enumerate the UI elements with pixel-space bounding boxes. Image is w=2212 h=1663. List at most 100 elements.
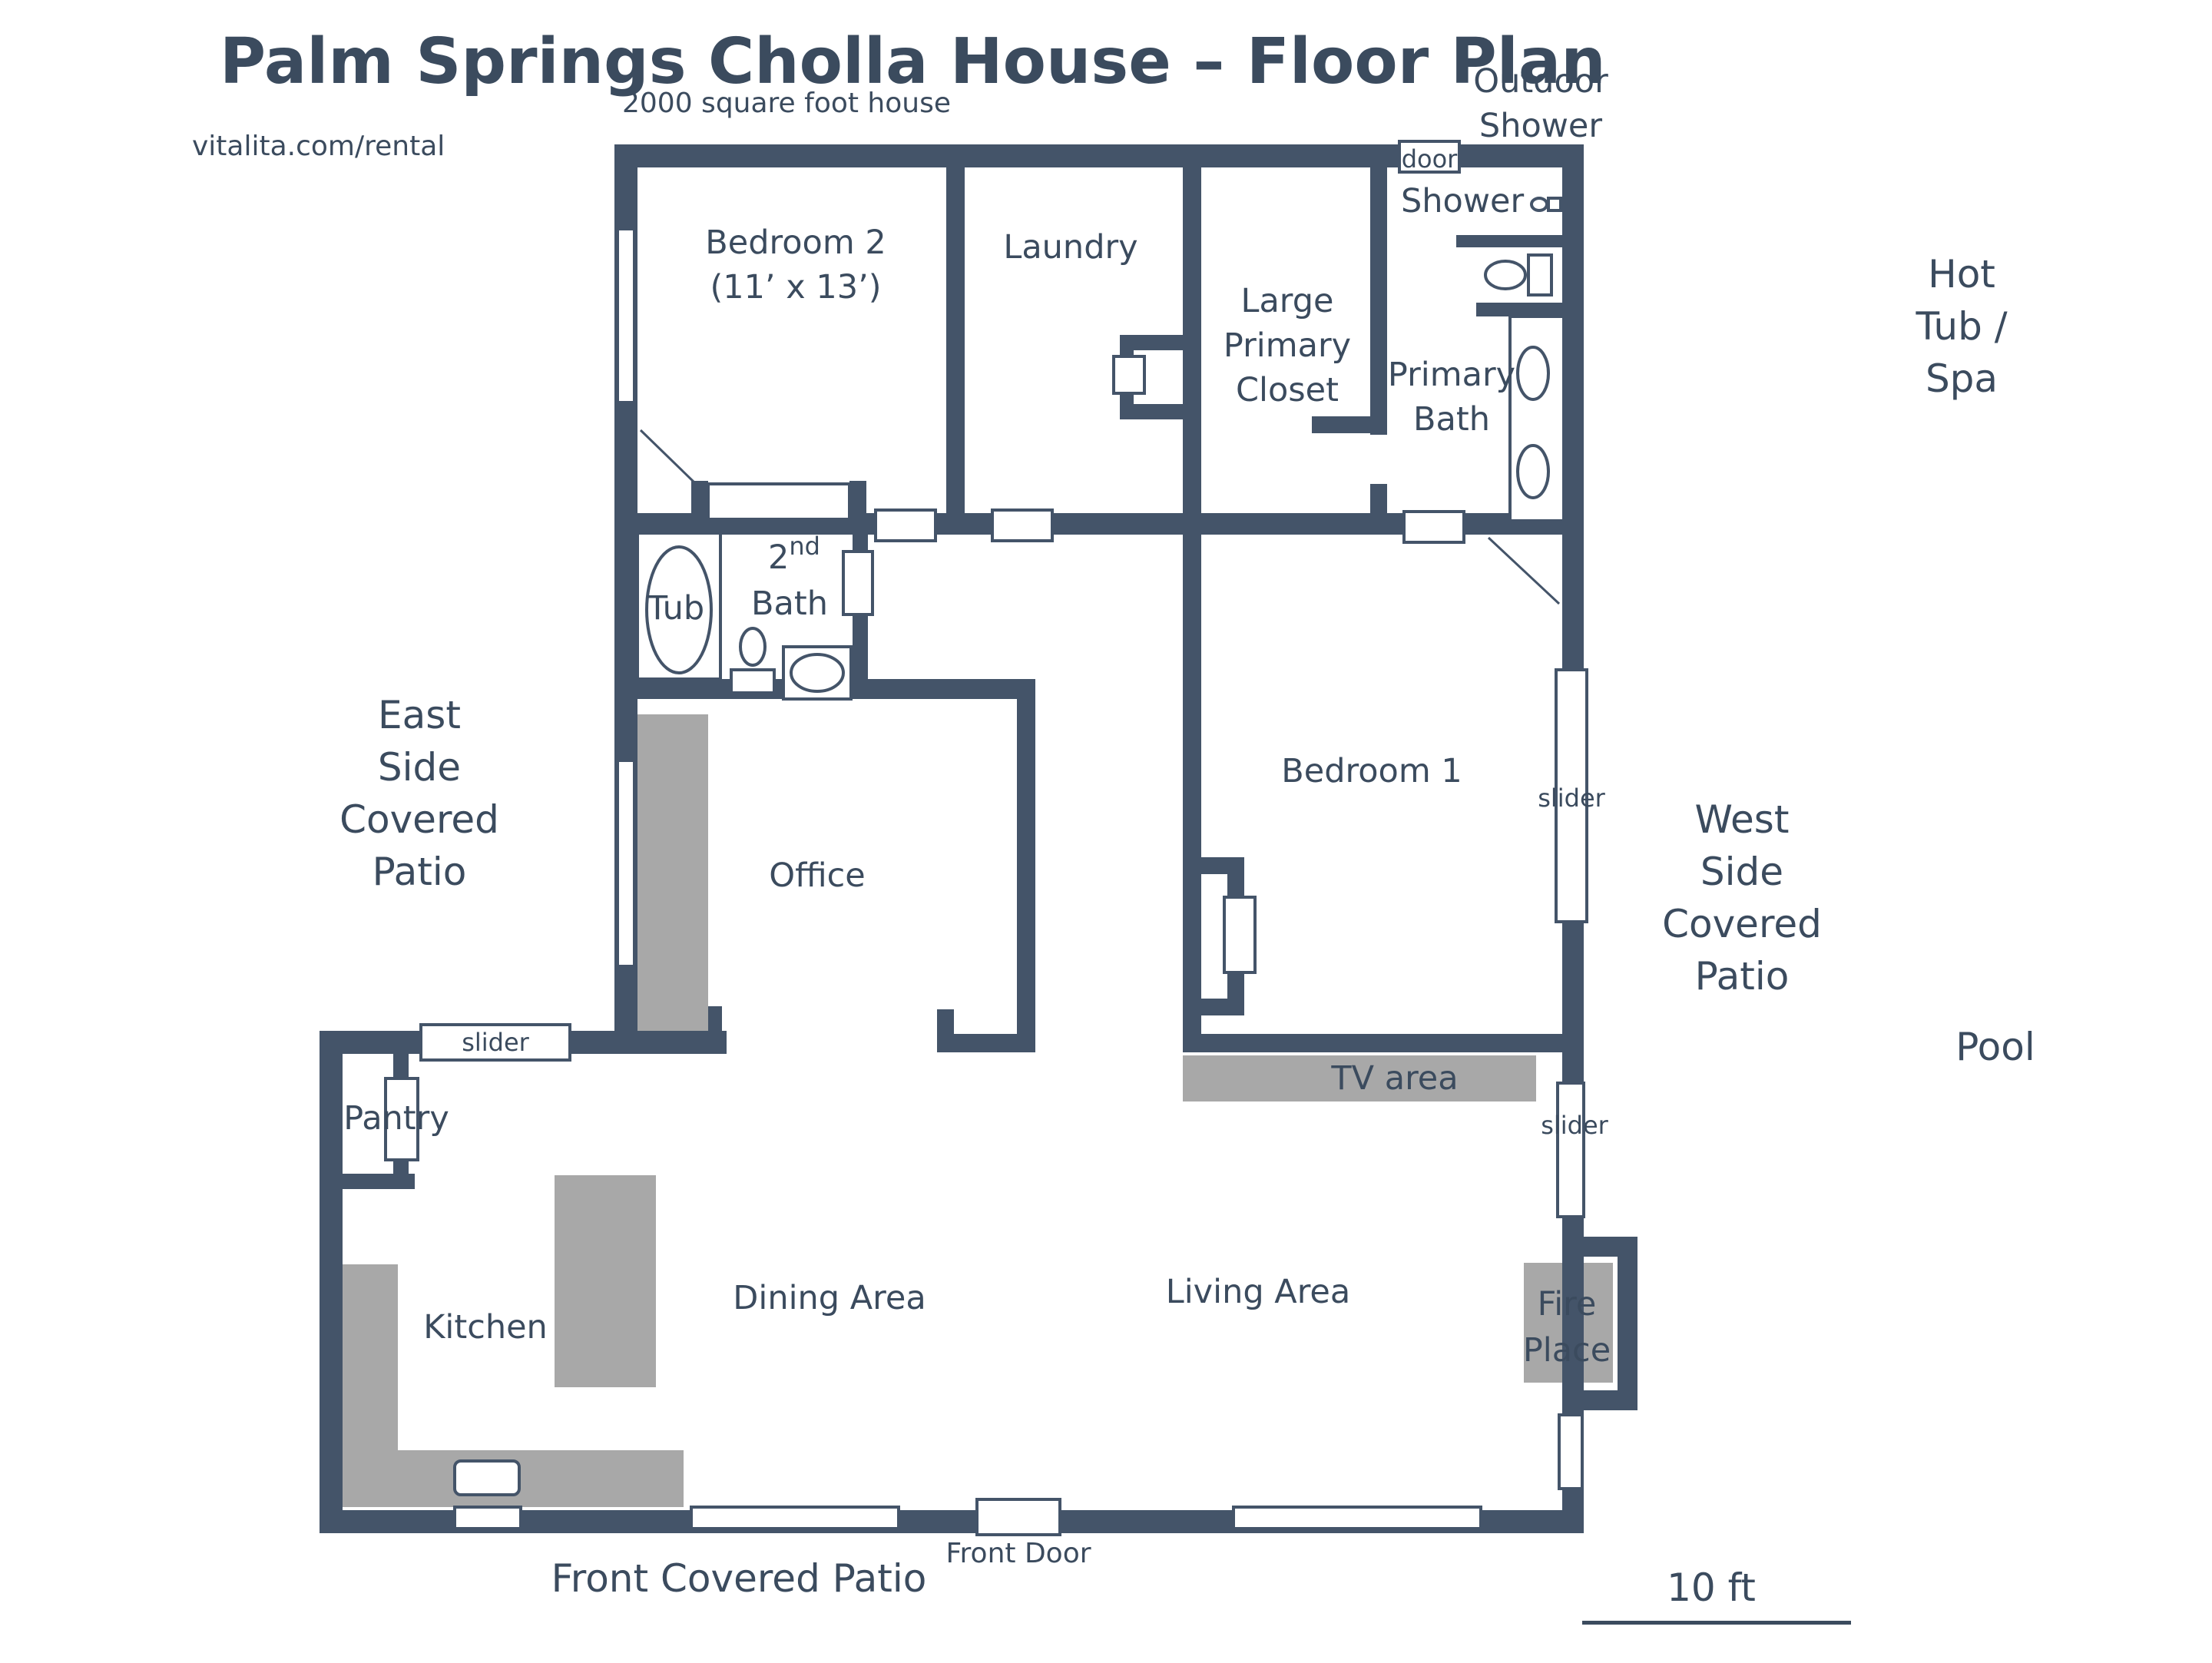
bedroom1-south-wall	[1183, 1034, 1564, 1052]
openings: door slider slider slider Front Door	[384, 140, 1609, 1569]
shower-label: Shower	[1401, 182, 1524, 220]
bath2-label-number: 2nd	[768, 532, 820, 577]
pantry-label: Pantry	[343, 1099, 449, 1138]
bedroom1-slider	[1555, 668, 1588, 923]
tv-area-label: TV area	[1330, 1059, 1458, 1098]
kitchen-east-wall	[320, 1031, 343, 1533]
scale-line	[1582, 1621, 1851, 1625]
laundry-machine	[1112, 355, 1146, 395]
bath2-toilet-tank-icon	[730, 668, 776, 694]
kitchen-window	[453, 1506, 522, 1530]
front-door-label: Front Door	[945, 1538, 1091, 1569]
living-slider-label: slider	[1541, 1111, 1608, 1140]
office-west-wall	[1017, 679, 1035, 1052]
closet-bath-wall-upper	[1370, 167, 1387, 435]
toilet-wall	[1476, 303, 1564, 316]
fireplace-label-line2: Place	[1523, 1331, 1611, 1370]
bath2-toilet-icon	[739, 627, 767, 667]
primary-bath-label-line1: Primary	[1388, 356, 1515, 394]
living-window	[1558, 1413, 1584, 1490]
outdoor-shower-door	[1398, 140, 1461, 174]
outdoor-shower-label-line2: Shower	[1479, 107, 1602, 145]
door-label: door	[1402, 144, 1458, 174]
bedroom2-closet-wall-left	[691, 481, 708, 522]
bath2-ordinal-suffix: nd	[789, 532, 820, 561]
office-window	[616, 759, 636, 968]
scale-label: 10 ft	[1667, 1565, 1756, 1610]
primary-bath-label-line2: Bath	[1413, 400, 1490, 439]
fixtures	[453, 197, 1565, 1496]
fireplace-label-line1: Fire	[1538, 1285, 1597, 1323]
shower-head-icon	[1530, 197, 1548, 212]
fireplace-side-wall	[1618, 1237, 1637, 1410]
built-ins	[343, 714, 1613, 1507]
pool-label: Pool	[1955, 1025, 2035, 1069]
house-size: 2000 square foot house	[622, 88, 951, 119]
bedroom1-door-swing	[1487, 536, 1561, 605]
bedroom1-slider-label: slider	[1538, 783, 1605, 813]
kitchen-slider	[419, 1023, 571, 1062]
closet-bath-wall-lower	[1370, 484, 1387, 522]
west-patio-label-line4: Patio	[1695, 954, 1790, 999]
front-door	[975, 1498, 1061, 1536]
shower-wall	[1456, 235, 1564, 247]
tv-console	[1183, 1055, 1536, 1101]
office-label: Office	[769, 856, 866, 895]
laundry-shelf-top	[1120, 335, 1186, 350]
bedroom2-size: (11’ x 13’)	[710, 268, 881, 306]
kitchen-slider-label: slider	[462, 1028, 529, 1057]
closet-label-line1: Large	[1241, 282, 1334, 320]
office-counter	[636, 714, 708, 1037]
laundry-door	[991, 509, 1054, 542]
shower-valve-icon	[1547, 197, 1562, 212]
scale-bar: 10 ft	[1582, 1565, 1851, 1625]
hot-tub-label-line2: Tub /	[1915, 304, 2007, 349]
tub-label: Tub	[647, 589, 704, 628]
sink-icon	[790, 653, 845, 693]
west-patio-label-line2: Side	[1700, 850, 1783, 894]
east-patio-label-line1: East	[378, 693, 461, 737]
outdoor-shower-label-line1: Outdoor	[1473, 62, 1608, 101]
bedroom2-laundry-wall	[946, 167, 965, 522]
office-counter-post	[708, 1006, 722, 1052]
closet-label-line3: Closet	[1236, 371, 1339, 409]
page-title: Palm Springs Cholla House – Floor Plan	[220, 25, 1606, 98]
laundry-label: Laundry	[1003, 228, 1137, 267]
fireplace-bottom-wall	[1562, 1390, 1637, 1410]
bedroom2-label: Bedroom 2	[705, 224, 886, 262]
closet-label-line2: Primary	[1224, 326, 1351, 365]
bedroom1-closet-door	[1223, 896, 1257, 974]
east-patio-label-line3: Covered	[339, 797, 499, 842]
tub-icon	[645, 545, 713, 674]
laundry-shelf-bottom	[1120, 404, 1186, 419]
front-patio-label: Front Covered Patio	[551, 1556, 927, 1601]
living-area-label: Living Area	[1166, 1273, 1350, 1311]
west-patio-label-line3: Covered	[1662, 902, 1822, 946]
living-window-front	[1232, 1506, 1482, 1530]
sink-icon	[1516, 346, 1550, 401]
pantry-door	[384, 1077, 419, 1161]
bath2-door	[842, 550, 874, 616]
east-patio-label-line2: Side	[378, 745, 461, 790]
primary-bath-door	[1402, 510, 1465, 544]
closet-bedroom1-wall	[1183, 167, 1201, 1049]
room-labels: Bedroom 2 (11’ x 13’) Laundry Large Prim…	[343, 182, 1611, 1370]
bedroom2-closet-wall-right	[849, 481, 866, 522]
dining-area-label: Dining Area	[733, 1279, 926, 1317]
website-text: vitalita.com/rental	[192, 131, 445, 162]
kitchen-sink-icon	[453, 1459, 521, 1496]
outdoor-labels: Outdoor Shower Hot Tub / Spa East Side C…	[339, 62, 2035, 1601]
kitchen-island	[555, 1175, 656, 1387]
east-patio-label-line4: Patio	[373, 850, 467, 894]
primary-toilet-icon	[1484, 260, 1527, 290]
bath2-number: 2	[768, 538, 789, 577]
living-slider	[1556, 1082, 1585, 1218]
office-door-stub	[937, 1009, 954, 1052]
hot-tub-label-line1: Hot	[1928, 252, 1995, 296]
bedroom2-window	[616, 227, 636, 404]
west-patio-label-line1: West	[1695, 797, 1790, 842]
bedroom2-closet-door	[707, 482, 851, 521]
dining-window	[690, 1506, 900, 1530]
